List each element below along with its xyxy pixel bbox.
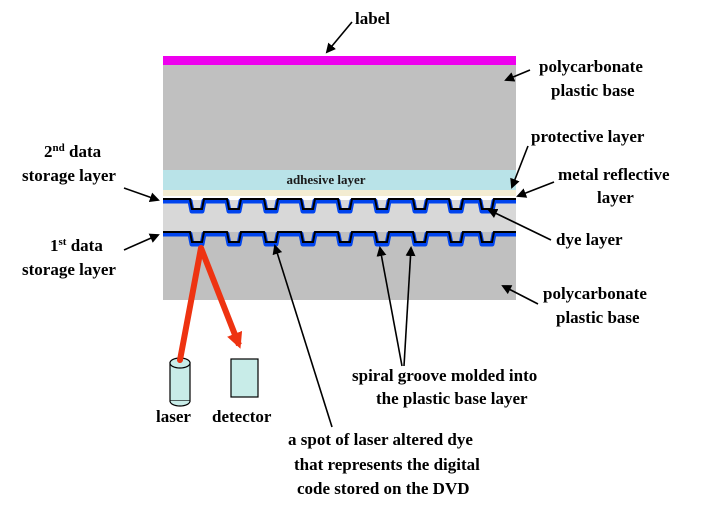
metal-reflective-label-2: layer [597, 188, 634, 207]
second-data-storage-layer [163, 198, 516, 214]
protective-layer-label: protective layer [531, 127, 645, 146]
label-label: label [355, 9, 390, 28]
second-data-layer-dye [163, 198, 516, 214]
dye-layer-label: dye layer [556, 230, 623, 249]
first-data-layer-label-1: 1st data [50, 236, 103, 255]
arrow-protective-layer [510, 145, 529, 189]
arrow-spiral-groove-2 [403, 246, 416, 367]
label-strip [163, 56, 516, 65]
spot-label-3: code stored on the DVD [297, 479, 470, 498]
second-data-layer-metal [163, 198, 516, 210]
protective-layer [163, 190, 516, 196]
spiral-groove-label-2: the plastic base layer [376, 389, 528, 408]
polycarbonate-top-label-2: plastic base [551, 81, 635, 100]
arrow-dye-layer [487, 208, 552, 241]
laser-beam-reflected [198, 246, 243, 349]
polycarbonate-bottom-label-1: polycarbonate [543, 284, 647, 303]
second-data-layer-label-1: 2nd data [44, 142, 102, 161]
arrow-polycarbonate-bottom [501, 285, 539, 305]
arrow-polycarbonate-top [504, 69, 531, 82]
spiral-groove-label-1: spiral groove molded into [352, 366, 537, 385]
laser-label: laser [156, 407, 191, 426]
detector-label: detector [212, 407, 272, 426]
arrow-second-data-layer [123, 187, 160, 203]
adhesive-layer-label: adhesive layer [286, 172, 365, 187]
first-data-layer-metal [163, 231, 516, 243]
polycarbonate-bottom-label-2: plastic base [556, 308, 640, 327]
arrow-spiral-groove-1 [376, 246, 403, 367]
polycarbonate-top-layer [163, 62, 516, 170]
arrow-first-data-layer [123, 233, 160, 251]
adhesive-layer [163, 170, 516, 190]
spot-label-1: a spot of laser altered dye [288, 430, 473, 449]
laser-device [169, 357, 191, 407]
detector-device [230, 358, 259, 398]
arrow-label [325, 21, 353, 54]
polycarbonate-top-label-1: polycarbonate [539, 57, 643, 76]
second-data-layer-label-2: storage layer [22, 166, 116, 185]
spot-label-2: that represents the digital [294, 455, 480, 474]
first-data-layer-dye [163, 231, 516, 247]
arrow-laser-spot [272, 244, 333, 428]
metal-reflective-label-1: metal reflective [558, 165, 670, 184]
first-data-layer-label-2: storage layer [22, 260, 116, 279]
laser-beam-incident [177, 245, 204, 363]
first-data-storage-layer [163, 231, 516, 247]
arrow-metal-reflective [516, 181, 555, 198]
